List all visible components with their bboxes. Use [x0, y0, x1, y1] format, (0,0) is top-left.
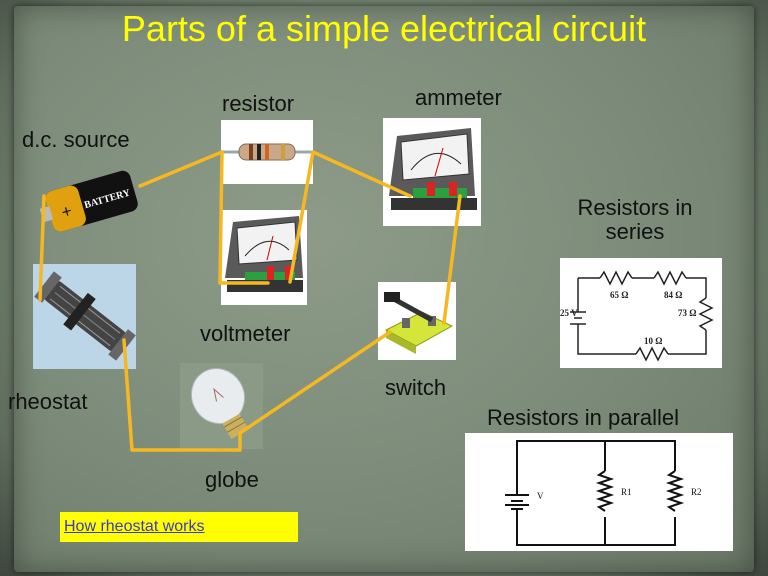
series-r3-label: 73 Ω [678, 308, 696, 318]
label-ammeter: ammeter [415, 85, 502, 110]
wire-rheostat-to-battery [38, 194, 46, 302]
wire-voltmeter-left [218, 150, 270, 285]
slide-title: Parts of a simple electrical circuit [121, 8, 647, 49]
label-voltmeter: voltmeter [200, 321, 291, 346]
label-switch: switch [385, 375, 447, 400]
series-r2-label: 84 Ω [664, 290, 682, 300]
label-dc-source: d.c. source [22, 127, 130, 152]
link-box: How rheostat works [60, 512, 298, 542]
how-rheostat-works-link[interactable]: How rheostat works [64, 518, 205, 535]
parallel-source-label: V [537, 491, 544, 501]
label-globe: globe [205, 467, 259, 492]
ammeter-image [383, 118, 481, 226]
series-source-label: 25 V [560, 308, 578, 318]
label-resistor: resistor [222, 91, 295, 116]
parallel-circuit-diagram: V R1 R2 [465, 433, 733, 551]
wire-voltmeter-right [288, 150, 315, 284]
rheostat-image [33, 264, 136, 369]
series-r1-label: 65 Ω [610, 290, 628, 300]
series-circuit-diagram: 65 Ω 84 Ω 73 Ω 10 Ω 25 V [560, 258, 722, 368]
wire-globe-to-rheostat [122, 338, 242, 452]
wire-ammeter-to-switch [442, 194, 462, 325]
series-r4-label: 10 Ω [644, 336, 662, 346]
label-resistors-series: Resistors in series [577, 195, 693, 245]
wire-switch-to-globe [238, 330, 392, 435]
parallel-r2-label: R2 [691, 487, 702, 497]
wire-battery-to-resistor [138, 150, 224, 188]
resistor-image [221, 120, 313, 184]
label-resistors-parallel: Resistors in parallel [487, 405, 679, 430]
label-rheostat: rheostat [8, 389, 88, 414]
battery-image: + BATTERY [36, 165, 142, 241]
parallel-r1-label: R1 [621, 487, 632, 497]
wire-resistor-to-ammeter [311, 150, 412, 198]
